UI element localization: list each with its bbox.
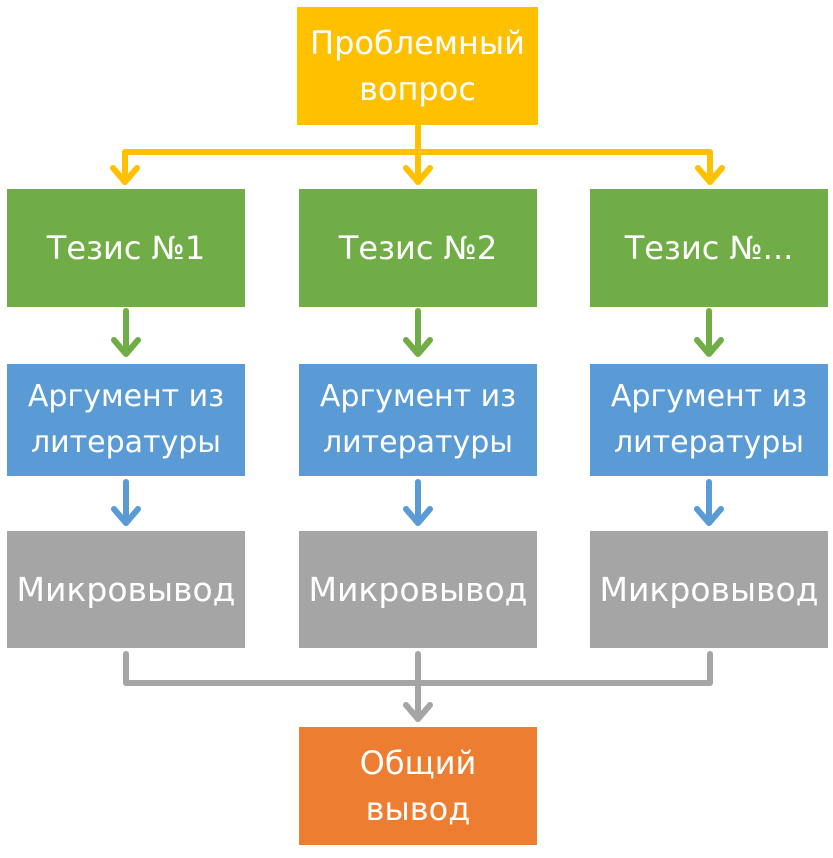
problem-question-label: Проблемный вопрос xyxy=(310,24,525,108)
argument-1-box: Аргумент из литературы xyxy=(7,364,245,476)
thesis-1-label: Тезис №1 xyxy=(46,229,206,267)
argument-2-box: Аргумент из литературы xyxy=(299,364,537,476)
thesis-1-box: Тезис №1 xyxy=(7,189,245,307)
total-conclusion-box: Общий вывод xyxy=(299,727,537,845)
micro-conclusion-1-label: Микровывод xyxy=(16,570,236,609)
argument-to-micro-arrows xyxy=(111,479,724,526)
argument-n-label: Аргумент из литературы xyxy=(610,379,808,460)
thesis-2-label: Тезис №2 xyxy=(338,229,498,267)
problem-to-theses-connector xyxy=(110,122,725,185)
micro-conclusion-n-box: Микровывод xyxy=(590,531,828,648)
total-conclusion-label: Общий вывод xyxy=(359,744,477,828)
micro-conclusion-1-box: Микровывод xyxy=(7,531,245,648)
problem-question-box: Проблемный вопрос xyxy=(297,7,538,125)
argument-2-label: Аргумент из литературы xyxy=(319,379,517,460)
micro-to-total-connector xyxy=(123,651,713,722)
argument-1-label: Аргумент из литературы xyxy=(27,379,225,460)
micro-conclusion-2-label: Микровывод xyxy=(308,570,528,609)
micro-conclusion-2-box: Микровывод xyxy=(299,531,537,648)
argument-n-box: Аргумент из литературы xyxy=(590,364,828,476)
thesis-n-label: Тезис №... xyxy=(624,229,794,267)
micro-conclusion-n-label: Микровывод xyxy=(599,570,819,609)
thesis-n-box: Тезис №... xyxy=(590,189,828,307)
thesis-2-box: Тезис №2 xyxy=(299,189,537,307)
thesis-to-argument-arrows xyxy=(111,308,724,357)
